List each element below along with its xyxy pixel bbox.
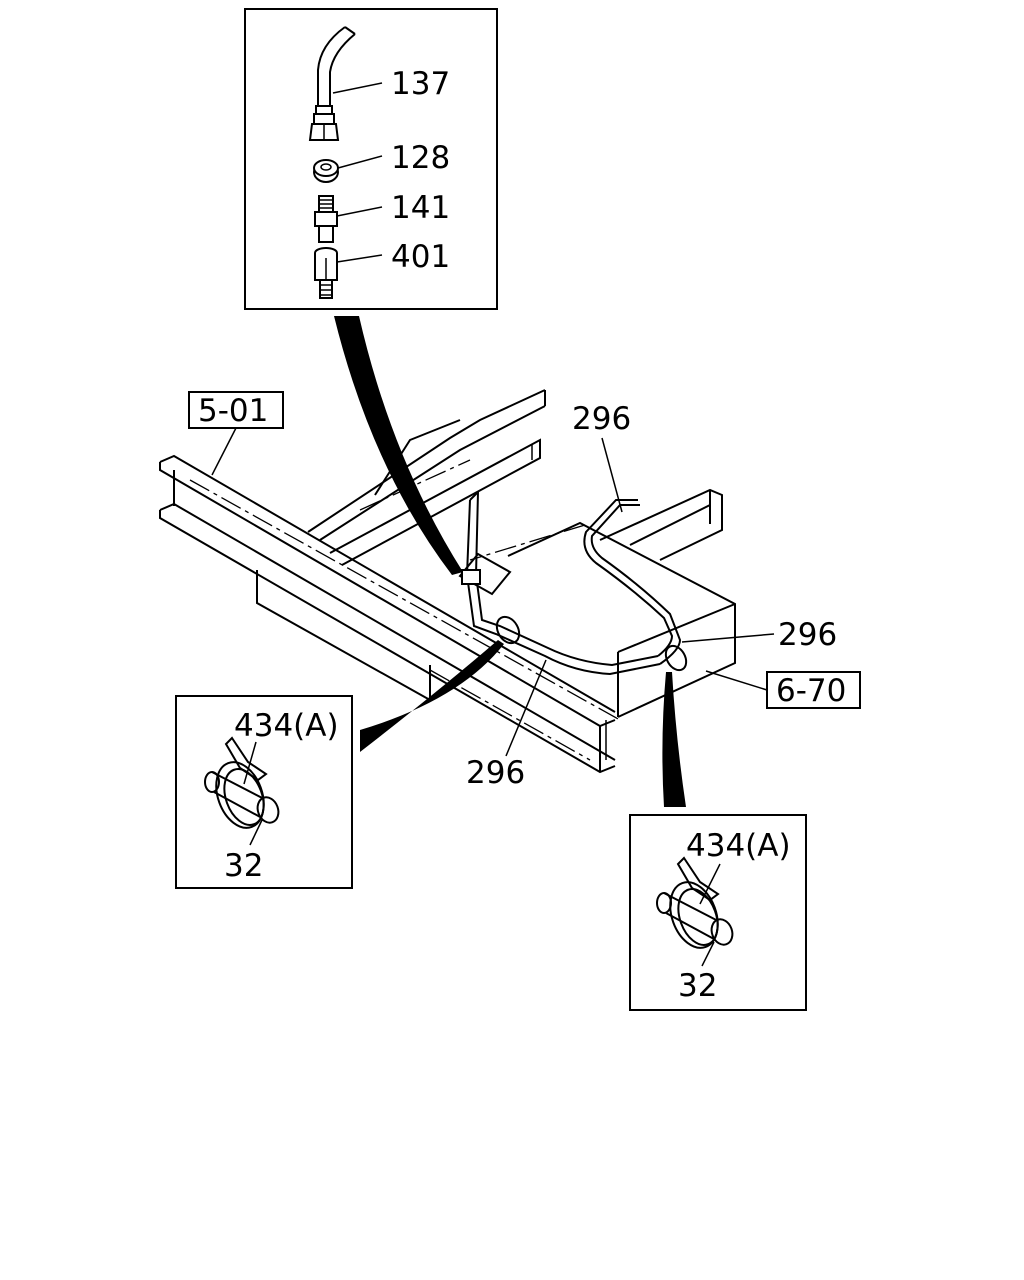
detail-pointer-right — [662, 672, 686, 807]
clip-right-drawing — [656, 856, 734, 949]
callout-434a-left: 434(A) — [234, 708, 339, 744]
detail-pointer-top — [334, 316, 463, 575]
clip-detail-left: 434(A) 32 — [175, 695, 353, 889]
washer-128-part — [313, 159, 339, 183]
union-141-part — [314, 195, 338, 243]
clip-left-drawing — [204, 736, 280, 829]
ref-tank-label: 6-70 — [776, 673, 846, 709]
ref-tank-6-70: 6-70 — [705, 670, 861, 709]
fitting-detail-box: 137 128 141 401 — [244, 8, 498, 310]
callout-296-bottom: 296 — [466, 755, 525, 791]
callout-434a-right: 434(A) — [686, 828, 791, 864]
callout-401: 401 — [391, 239, 450, 275]
hose-137-part — [308, 26, 356, 141]
nut-401-part — [314, 247, 338, 299]
callout-128: 128 — [391, 140, 450, 176]
callout-32-left: 32 — [224, 848, 263, 884]
callout-296-right: 296 — [778, 617, 837, 653]
callout-296-top: 296 — [572, 401, 631, 437]
callout-137: 137 — [391, 66, 450, 102]
ref-frame-label: 5-01 — [198, 393, 268, 429]
callout-32-right: 32 — [678, 968, 717, 1004]
clip-detail-right: 434(A) 32 — [629, 814, 807, 1011]
callout-141: 141 — [391, 190, 450, 226]
ref-frame-5-01: 5-01 — [188, 391, 284, 476]
detail-pointer-left — [360, 640, 504, 752]
